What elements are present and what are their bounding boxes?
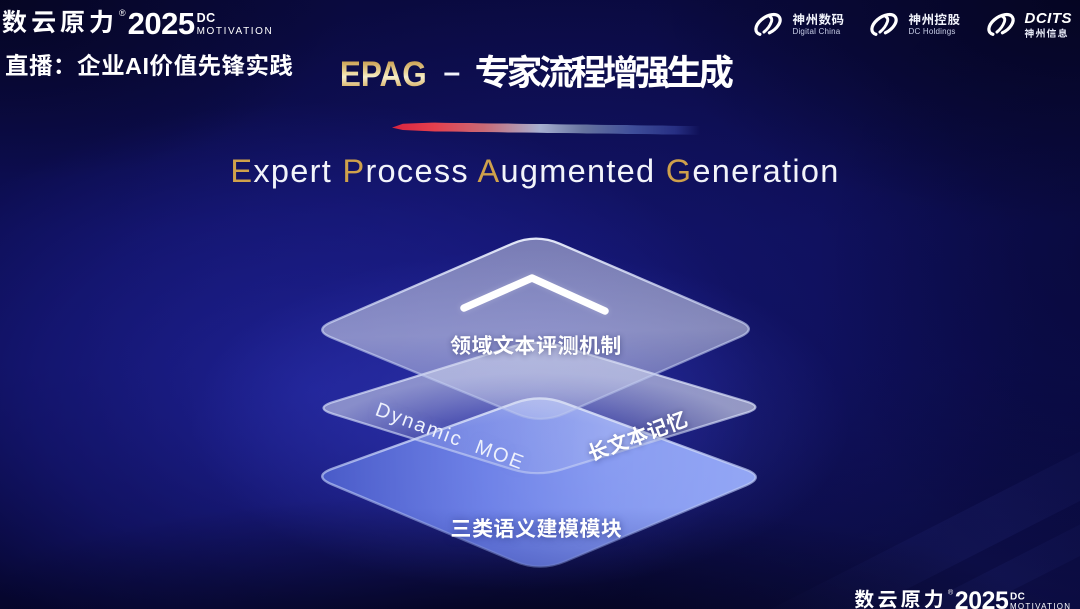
partner-name-cn: 神州信息 [1024,25,1069,40]
partner-dcits: DCITS 神州信息 [983,11,1073,38]
partner-logos: 神州数码 Digital China 神州控股 DC Holdings [750,11,1072,38]
dcits-swirl-icon [986,12,1015,36]
brand-year: 2025 [954,579,1008,609]
partner-name-en: DC Holdings [908,26,956,36]
layer-bottom-label: 三类语义建模模块 [450,513,623,543]
partner-digital-china: 神州数码 Digital China [750,11,844,38]
digital-china-swirl-icon [754,12,783,36]
subtitle-seg: ugmented [500,153,666,189]
brand-logo-bottom-right: 数云原力 ® 2025 DC MOTIVATION [853,579,1071,609]
brand-year: 2025 [127,0,195,43]
subtitle-seg: rocess [365,153,478,189]
live-banner: 直播：企业AI价值先锋实践 [5,47,294,81]
page-title: EPAG – 专家流程增强生成 [0,45,1066,96]
partner-dc-holdings: 神州控股 DC Holdings [866,11,960,38]
brand-name-cn: 数云原力 [2,3,119,39]
subtitle: Expert Process Augmented Generation [0,153,1070,190]
partner-name-cn: 神州控股 [908,9,961,29]
title-dash: – [443,56,461,89]
brand-name-cn: 数云原力 [853,583,947,609]
subtitle-seg: E [230,153,254,189]
brand-dc: DC [1009,587,1025,603]
brand-motivation: MOTIVATION [196,21,274,37]
layer-top-label: 领域文本评测机制 [450,330,622,360]
brand-dc: DC [196,7,216,26]
subtitle-seg: xpert [253,153,343,189]
registered-mark: ® [947,586,953,597]
title-epag: EPAG [340,55,428,94]
partner-name-en: DCITS [1024,10,1072,27]
subtitle-seg: G [665,153,693,189]
chevron-up-icon [460,274,609,315]
brand-logo-top-left: 数云原力 ® 2025 DC MOTIVATION [2,0,274,43]
registered-mark: ® [119,6,126,19]
dc-holdings-swirl-icon [870,12,899,36]
partner-name-cn: 神州数码 [792,9,845,29]
layer-top-shape [321,237,750,421]
title-cn: 专家流程增强生成 [474,45,735,96]
subtitle-seg: eneration [692,153,840,189]
partner-name-en: Digital China [792,26,841,36]
subtitle-seg: A [477,153,501,189]
brand-motivation: MOTIVATION [1009,598,1071,609]
subtitle-seg: P [342,153,366,189]
